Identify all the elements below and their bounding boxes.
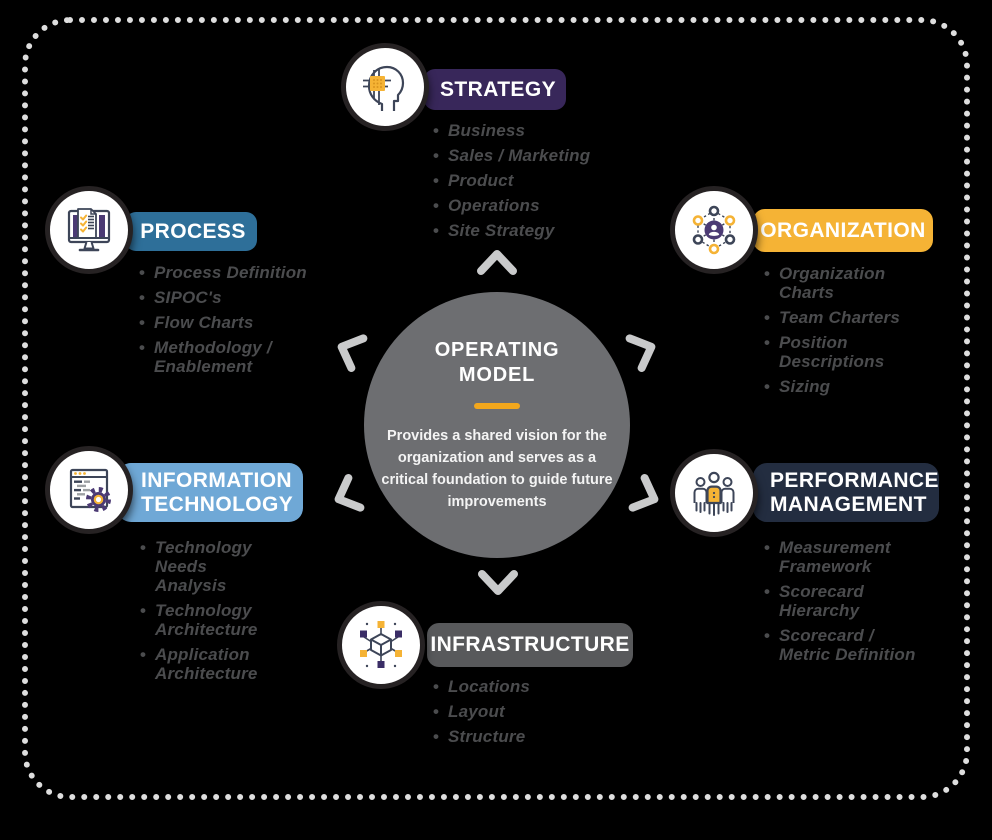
strategy-list: Business Sales / Marketing Product Opera… xyxy=(433,121,633,246)
list-item: Sales / Marketing xyxy=(433,146,633,165)
infrastructure-banner: INFRASTRUCTURE xyxy=(427,623,633,667)
process-banner: PROCESS xyxy=(125,212,257,251)
infrastructure-list: Locations Layout Structure xyxy=(433,677,613,752)
information-technology-icon-circle xyxy=(45,446,133,534)
team-people-icon xyxy=(693,471,735,516)
organization-list: Organization Charts Team Charters Positi… xyxy=(764,264,902,402)
information-technology-list: Technology Needs Analysis Technology Arc… xyxy=(140,538,282,689)
operating-model-circle: OPERATING MODEL Provides a shared vision… xyxy=(364,292,630,558)
organization-banner: ORGANIZATION xyxy=(753,209,933,252)
process-label: PROCESS xyxy=(140,219,246,243)
performance-management-label: PERFORMANCE MANAGEMENT xyxy=(770,468,939,516)
chevron-left-down-icon xyxy=(334,473,365,512)
chevron-up-icon xyxy=(477,250,517,275)
list-item: SIPOC's xyxy=(139,288,317,307)
performance-management-list: Measurement Framework Scorecard Hierarch… xyxy=(764,538,916,670)
accent-divider xyxy=(474,403,520,409)
strategy-label: STRATEGY xyxy=(440,77,556,101)
list-item: Operations xyxy=(433,196,633,215)
list-item: Scorecard / Metric Definition xyxy=(764,626,916,664)
list-item: Measurement Framework xyxy=(764,538,916,576)
cube-network-icon xyxy=(360,621,402,668)
list-item: Layout xyxy=(433,702,613,721)
list-item: Process Definition xyxy=(139,263,317,282)
list-item: Team Charters xyxy=(764,308,902,327)
performance-management-banner: PERFORMANCE MANAGEMENT xyxy=(753,463,939,522)
chevron-right-up-icon xyxy=(625,334,656,373)
infrastructure-icon-circle xyxy=(337,601,425,689)
chevron-left-up-icon xyxy=(337,334,368,373)
list-item: Technology Architecture xyxy=(140,601,282,639)
list-item: Application Architecture xyxy=(140,645,282,683)
code-window-gear-icon xyxy=(69,468,111,512)
process-list: Process Definition SIPOC's Flow Charts M… xyxy=(139,263,317,382)
strategy-icon-circle xyxy=(341,43,429,131)
list-item: Product xyxy=(433,171,633,190)
list-item: Structure xyxy=(433,727,613,746)
infrastructure-label: INFRASTRUCTURE xyxy=(430,633,630,656)
process-icon-circle xyxy=(45,186,133,274)
monitor-checklist-icon xyxy=(67,208,111,252)
list-item: Position Descriptions xyxy=(764,333,902,371)
performance-management-icon-circle xyxy=(670,449,758,537)
list-item: Site Strategy xyxy=(433,221,633,240)
dotted-border xyxy=(22,17,970,800)
center-title: OPERATING MODEL xyxy=(434,339,560,386)
list-item: Flow Charts xyxy=(139,313,317,332)
strategy-banner: STRATEGY xyxy=(424,69,566,110)
list-item: Technology Needs Analysis xyxy=(140,538,282,595)
ai-head-chip-icon xyxy=(363,65,405,111)
list-item: Organization Charts xyxy=(764,264,902,302)
list-item: Locations xyxy=(433,677,613,696)
list-item: Business xyxy=(433,121,633,140)
list-item: Methodology / Enablement xyxy=(139,338,317,376)
person-network-icon xyxy=(692,205,736,255)
list-item: Sizing xyxy=(764,377,902,396)
center-description: Provides a shared vision for the organiz… xyxy=(381,428,613,510)
organization-label: ORGANIZATION xyxy=(760,218,926,242)
information-technology-banner: INFORMATION TECHNOLOGY xyxy=(117,463,303,522)
list-item: Scorecard Hierarchy xyxy=(764,582,916,620)
chevron-down-icon xyxy=(478,570,518,595)
organization-icon-circle xyxy=(670,186,758,274)
chevron-right-down-icon xyxy=(628,473,659,512)
information-technology-label: INFORMATION TECHNOLOGY xyxy=(141,468,294,516)
